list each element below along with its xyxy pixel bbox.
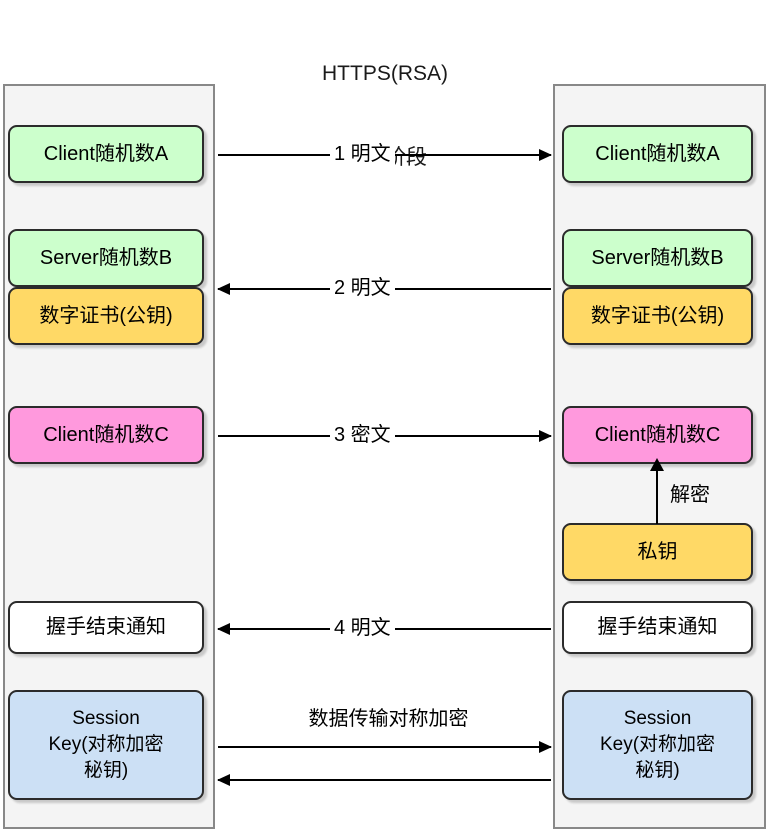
client-box-client-random-a[interactable]: Client随机数A [8,125,204,183]
message-label-2: 2 明文 [330,276,395,300]
title-line-1: HTTPS(RSA) [322,62,448,85]
message-label-1: 1 明文 [330,142,395,166]
server-box-session-key[interactable]: Session Key(对称加密 秘钥) [562,690,753,800]
server-box-private-key[interactable]: 私钥 [562,523,753,581]
client-box-certificate[interactable]: 数字证书(公钥) [8,287,204,345]
message-label-3: 3 密文 [330,423,395,447]
decrypt-label: 解密 [670,484,710,506]
server-box-client-random-c[interactable]: Client随机数C [562,406,753,464]
message-arrow-6 [217,774,551,786]
message-label-5: 数据传输对称加密 [308,708,469,730]
message-label-4: 4 明文 [330,616,395,640]
server-box-client-random-a[interactable]: Client随机数A [562,125,753,183]
client-box-session-key[interactable]: Session Key(对称加密 秘钥) [8,690,204,800]
server-box-server-random-b[interactable]: Server随机数B [562,229,753,287]
server-box-handshake-done[interactable]: 握手结束通知 [562,601,753,654]
message-arrow-5 [218,741,552,753]
client-box-client-random-c[interactable]: Client随机数C [8,406,204,464]
server-box-certificate[interactable]: 数字证书(公钥) [562,287,753,345]
client-box-handshake-done[interactable]: 握手结束通知 [8,601,204,654]
decrypt-arrow [650,458,664,524]
client-box-server-random-b[interactable]: Server随机数B [8,229,204,287]
